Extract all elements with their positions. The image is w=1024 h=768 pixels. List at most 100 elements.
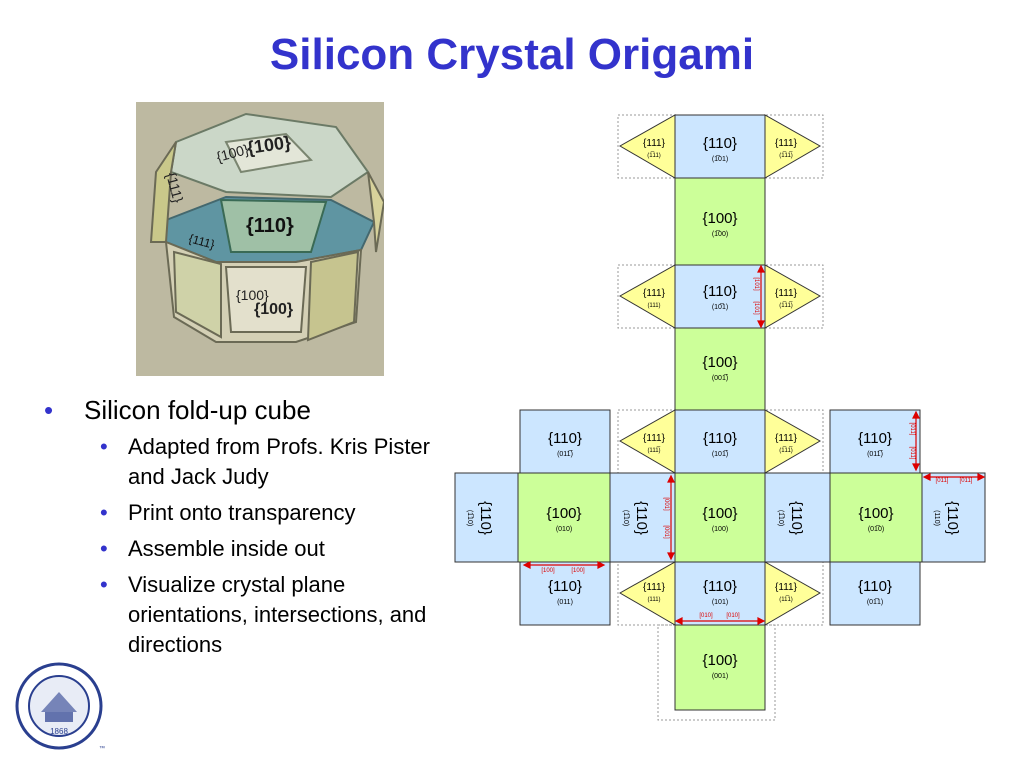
triangle-sublabel: (1̅11̅) (779, 447, 793, 454)
face-100 (674, 472, 766, 563)
face-111-right (764, 409, 822, 474)
face-label: {110} (548, 430, 582, 447)
triangle-sublabel: (1̅11) (647, 152, 661, 159)
face-110 (829, 409, 921, 474)
bullet-list: • Silicon fold-up cube • Adapted from Pro… (40, 395, 470, 666)
face-label: {110} (548, 578, 582, 595)
sub-bullet: • Print onto transparency (40, 498, 470, 528)
svg-text:1868: 1868 (50, 727, 68, 736)
face-sublabel: (1̅00) (712, 230, 728, 238)
direction-label: [011] (936, 478, 949, 484)
photo-label: {111} (187, 231, 216, 251)
face-sublabel: (1̅01) (712, 155, 728, 163)
face-sublabel: (011̅) (557, 450, 573, 458)
photo-label: {110} (246, 215, 294, 237)
triangle-label: {111} (643, 433, 666, 444)
face-110 (674, 561, 766, 626)
face-sublabel: (01̅0) (868, 525, 884, 533)
sub-bullet-text: Print onto transparency (128, 500, 356, 525)
face-111-left (618, 409, 676, 474)
bullet-dot-icon: • (100, 572, 108, 597)
sub-bullet-list: • Adapted from Profs. Kris Pister and Jac… (40, 432, 470, 660)
face-label: {110} (703, 283, 737, 300)
triangle-label: {111} (775, 288, 798, 299)
triangle-sublabel: (1̅11̅) (779, 302, 793, 309)
face-label: {110} (858, 430, 892, 447)
triangle-label: {111} (643, 288, 666, 299)
triangles (618, 114, 822, 626)
sub-bullet-text: Assemble inside out (128, 536, 325, 561)
sub-bullet: • Adapted from Profs. Kris Pister and Jac… (40, 432, 470, 492)
direction-label: [010] (726, 613, 740, 619)
face-111-right (764, 114, 822, 179)
face-110 (519, 409, 611, 474)
face-100 (674, 327, 766, 411)
left-wing (454, 409, 676, 626)
bullet-main: • Silicon fold-up cube (40, 395, 470, 426)
face-100 (674, 624, 766, 711)
face-sublabel: (001̅) (712, 374, 729, 382)
face-label: {100} (702, 354, 737, 371)
face-label: {100} (702, 652, 737, 669)
direction-arrows (522, 264, 986, 625)
face-sublabel: (011̅) (867, 450, 883, 458)
face-sublabel: (100) (712, 526, 728, 533)
face-110 (609, 472, 676, 563)
face-sublabel: (101̅) (712, 450, 729, 458)
face-110 (921, 472, 986, 563)
sub-bullet: •Visualize crystal plane orientations, i… (40, 570, 470, 660)
triangle-label: {111} (775, 433, 798, 444)
direction-label: [101] (753, 301, 759, 315)
photo-label: {111} (163, 171, 186, 205)
svg-text:™: ™ (99, 745, 105, 752)
face-sublabel: (010) (556, 526, 572, 533)
triangle-label: {111} (775, 582, 798, 593)
face-sublabel: (110) (933, 510, 940, 526)
face-sublabel: (101) (712, 599, 728, 606)
face-sublabel: (10̅1) (712, 303, 728, 311)
face-label: {110} (633, 501, 650, 535)
face-sublabel: (001) (712, 673, 728, 680)
direction-label: [010] (699, 613, 713, 619)
direction-label: [011] (909, 447, 915, 460)
center-column (674, 114, 766, 711)
face-110 (674, 114, 766, 179)
bullet-main-text: Silicon fold-up cube (84, 395, 311, 425)
direction-label: [011] (909, 423, 915, 436)
bullet-dot-icon: • (100, 500, 108, 525)
photo-label: {100} (236, 287, 269, 303)
triangle-sublabel: (11̅1) (779, 596, 793, 603)
face-110 (519, 561, 611, 626)
right-wing (764, 409, 986, 626)
face-label: {110} (703, 578, 737, 595)
direction-label: [101] (753, 277, 759, 291)
triangle-sublabel: (111̅) (647, 447, 660, 454)
face-sublabel: (1̅10) (622, 510, 630, 526)
direction-label: [011] (960, 478, 973, 484)
face-label: {110} (944, 501, 961, 535)
direction-label: [001] (663, 525, 669, 539)
crystal-net-diagram: {110} (1̅01) {100} (1̅00) {110} (10̅1) {… (454, 114, 986, 721)
face-111-left (618, 561, 676, 626)
triangle-sublabel: (1̅11̅) (779, 152, 793, 159)
face-label: {100} (702, 505, 737, 522)
face-110 (829, 561, 921, 626)
sub-bullet-text: Adapted from Profs. Kris Pister and Jack… (128, 434, 430, 489)
face-sublabel: (01̅1) (867, 598, 883, 606)
face-label: {110} (788, 501, 805, 535)
face-label: {110} (477, 501, 494, 535)
university-seal-logo: 1868 ™ (15, 662, 105, 752)
triangle-label: {111} (643, 582, 666, 593)
triangle-sublabel: (111) (647, 303, 660, 309)
face-label: {100} (546, 505, 581, 522)
face-sublabel: (1̅10) (466, 510, 474, 526)
face-sublabel: (011) (557, 599, 573, 606)
triangle-sublabel: (111) (647, 597, 660, 603)
triangle-label: {111} (775, 138, 798, 149)
face-111-left (618, 264, 676, 329)
face-111-right (764, 561, 822, 626)
page-title: Silicon Crystal Origami (269, 30, 755, 79)
bullet-dot-icon: • (100, 434, 108, 459)
face-label: {110} (703, 135, 737, 152)
face-110 (674, 409, 766, 474)
